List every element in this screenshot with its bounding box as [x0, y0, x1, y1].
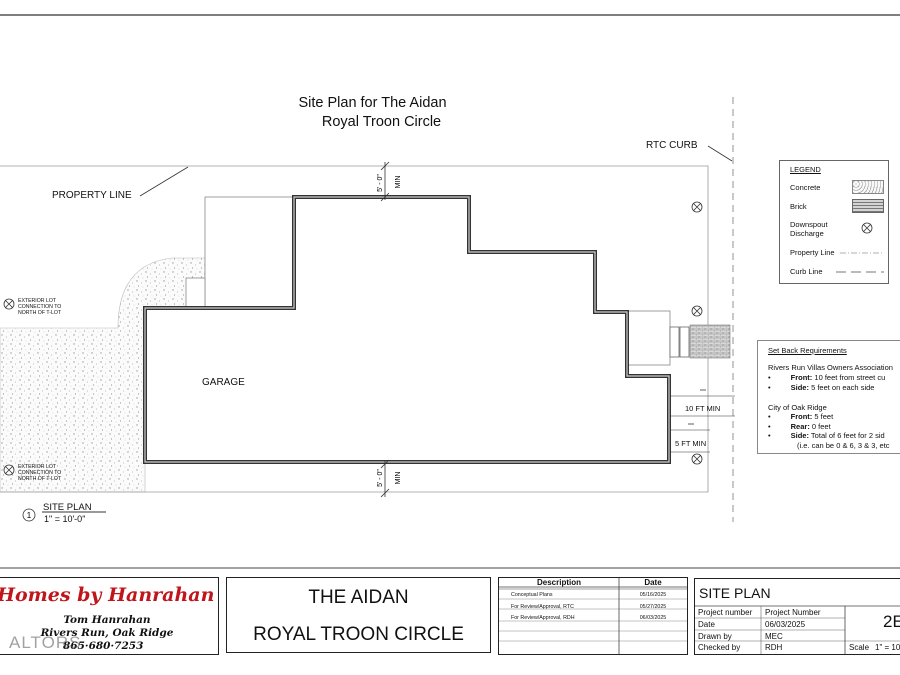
scale-value: 1" = 10'	[875, 643, 900, 652]
dim-top-label: 5' - 0"	[377, 174, 384, 192]
city-title: City of Oak Ridge	[768, 403, 827, 412]
view-scale: 1" = 10'-0"	[44, 514, 86, 524]
city-item: •Rear: 0 feet	[768, 421, 831, 431]
downspout-icon	[691, 453, 703, 465]
rev-row-description: For Review/Approval, RDH	[511, 615, 575, 621]
field-value: RDH	[765, 643, 783, 652]
legend-property-line-label: Property Line	[790, 248, 835, 257]
hoa-item: •Side: 5 feet on each side	[768, 382, 875, 392]
downspout-icon	[691, 201, 703, 213]
sheet-number: 2E	[883, 612, 900, 631]
dim-bottom-label: 5' - 0"	[377, 469, 384, 487]
curb-line-symbol	[836, 271, 884, 273]
property-line-symbol	[840, 252, 884, 254]
house-footprint-inner	[144, 196, 670, 463]
field-value: 06/03/2025	[765, 620, 806, 629]
dim-top-min: MIN	[395, 176, 402, 189]
project-block: THE AIDAN ROYAL TROON CIRCLE	[226, 577, 491, 653]
hoa-title: Rivers Run Villas Owners Association	[768, 363, 893, 372]
city-item: •Front: 5 feet	[768, 412, 834, 421]
hoa-item: •Front: 10 feet from street cu	[768, 373, 886, 382]
downspout-icon	[691, 305, 703, 317]
company-phone: 865·680·7253	[63, 640, 144, 652]
legend-title: LEGEND	[790, 165, 821, 174]
view-title: SITE PLAN	[43, 502, 92, 513]
field-label: Project number	[698, 608, 753, 617]
city-list: •Front: 5 feet •Rear: 0 feet •Side: Tota…	[768, 412, 890, 450]
five-ft-min-label: 5 FT MIN	[675, 439, 707, 448]
setback-title: Set Back Requirements	[768, 346, 847, 355]
brick-walkway	[689, 324, 731, 359]
drawing-title: Site Plan for The Aidan Royal Troon Circ…	[0, 94, 745, 132]
field-label: Date	[698, 620, 715, 629]
step-1	[669, 326, 680, 358]
project-name: THE AIDAN	[308, 587, 409, 608]
company-name: Homes by Hanrahan	[0, 584, 215, 606]
legend-box: LEGEND Concrete Brick Downspout Discharg…	[779, 160, 889, 284]
view-number: 1	[27, 511, 32, 520]
watermark: ALTORS	[9, 633, 82, 652]
rev-row-date: 06/03/2025	[639, 615, 667, 621]
rev-row-description: Conceptual Plans	[511, 592, 553, 598]
rtc-curb-label: RTC CURB	[646, 140, 698, 151]
setback-requirements-box: Set Back Requirements Rivers Run Villas …	[757, 340, 900, 454]
step-2	[679, 326, 690, 358]
property-line-leader	[139, 166, 189, 197]
city-item: •Side: Total of 6 feet for 2 sid	[768, 431, 885, 440]
ten-ft-min-label: 10 FT MIN	[685, 404, 721, 413]
entry-porch	[204, 196, 295, 308]
title-line-1: Site Plan for The Aidan	[298, 95, 447, 111]
exterior-lot-note-1: EXTERIOR LOT CONNECTION TO NORTH OF T-LO…	[18, 298, 62, 316]
legend-concrete-label: Concrete	[790, 183, 821, 192]
rev-row-date: 05/16/2025	[639, 592, 667, 598]
view-number-bubble	[22, 508, 36, 522]
field-label: Checked by	[698, 643, 741, 652]
sheet-title: SITE PLAN	[699, 585, 771, 601]
rtc-curb-leader	[707, 145, 733, 162]
field-label: Drawn by	[698, 632, 732, 641]
property-line-label: PROPERTY LINE	[52, 190, 132, 201]
city-note: (i.e. can be 0 & 6, 3 & 3, etc	[797, 440, 890, 450]
rev-row-description: For Review/Approval, RTC	[511, 604, 574, 610]
field-value: Project Number	[765, 608, 821, 617]
exterior-lot-marker-icon	[3, 298, 15, 310]
legend-brick-label: Brick	[790, 202, 807, 211]
legend-curb-line-label: Curb Line	[790, 267, 823, 276]
porch-step	[185, 277, 206, 309]
company-block: Homes by Hanrahan Tom Hanrahan Rivers Ru…	[0, 577, 219, 655]
project-address: ROYAL TROON CIRCLE	[253, 624, 464, 645]
brick-swatch	[852, 199, 884, 213]
scale-label: Scale	[849, 643, 870, 652]
legend-downspout-label: Downspout Discharge	[790, 220, 828, 238]
dim-bottom-min: MIN	[395, 472, 402, 485]
concrete-swatch	[852, 180, 884, 194]
rear-patio	[626, 310, 671, 366]
garage-label: GARAGE	[202, 377, 245, 388]
exterior-lot-note-2: EXTERIOR LOT CONNECTION TO NORTH OF T-LO…	[18, 464, 62, 482]
rev-row-date: 05/27/2025	[639, 604, 667, 610]
title-line-2: Royal Troon Circle	[321, 114, 442, 130]
downspout-icon	[861, 222, 873, 234]
sheet-info-block: SITE PLAN Project number Project Number …	[694, 578, 900, 655]
field-value: MEC	[765, 632, 783, 641]
company-location: Rivers Run, Oak Ridge	[40, 627, 174, 639]
rev-date-header: Date	[644, 578, 662, 587]
exterior-lot-marker-icon	[3, 464, 15, 476]
owner-name: Tom Hanrahan	[63, 614, 151, 626]
revision-table: Description Date Conceptual Plans 05/16/…	[498, 577, 688, 655]
rev-description-header: Description	[536, 578, 581, 587]
hoa-list: •Front: 10 feet from street cu •Side: 5 …	[768, 373, 885, 392]
